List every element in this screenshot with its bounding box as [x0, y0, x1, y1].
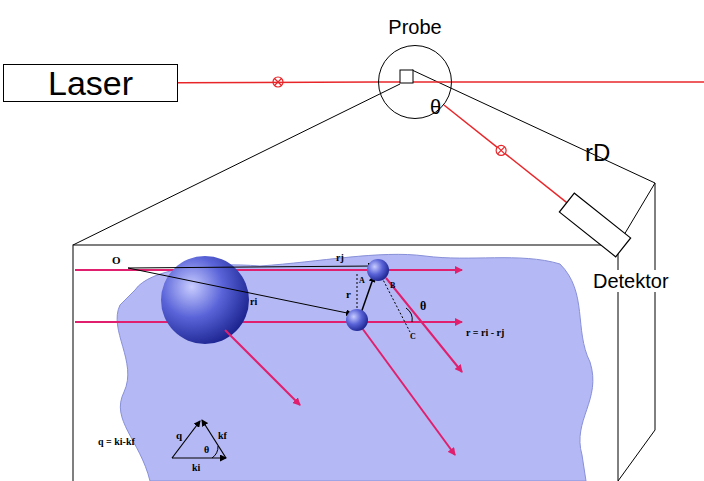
point-label: B — [390, 282, 395, 291]
vector-label: ri — [250, 296, 257, 307]
inset-side — [618, 183, 655, 481]
laser-beam — [444, 105, 567, 203]
inset-panel — [73, 245, 618, 481]
laser-beam — [178, 81, 378, 83]
sample-region — [117, 254, 593, 481]
sample-cell — [400, 70, 413, 83]
wave-vector — [172, 457, 226, 458]
large-particle — [161, 256, 249, 344]
angle-label: θ — [420, 300, 426, 313]
distance-vector — [360, 276, 374, 316]
origin-label: O — [112, 254, 121, 266]
vector-label: r — [346, 288, 351, 300]
scattered-ray — [362, 328, 455, 455]
equation-label: r = ri - rj — [466, 327, 504, 338]
laser-box: Laser — [3, 64, 178, 102]
vector-label: kf — [218, 430, 227, 441]
point-label: A — [359, 277, 365, 286]
distance-label: rD — [585, 140, 610, 166]
position-vector — [128, 266, 374, 268]
node-label: Laser — [48, 66, 133, 100]
node-label: Detektor — [593, 270, 669, 292]
polarisation-marker — [496, 145, 506, 155]
projection-line — [73, 84, 400, 245]
scattered-ray — [386, 278, 462, 372]
angle-arc — [212, 446, 218, 458]
angle-arc — [406, 308, 412, 322]
scattered-ray — [225, 330, 300, 405]
angle-label: θ — [204, 444, 209, 455]
position-vector — [128, 268, 352, 314]
equation-label: q = ki-kf — [98, 436, 135, 447]
scattering-vector — [172, 421, 200, 458]
projection-line — [412, 70, 655, 183]
point-label: C — [410, 333, 416, 342]
laser-beam — [378, 81, 704, 83]
wave-vector — [202, 420, 226, 458]
vector-label: ki — [192, 462, 200, 473]
small-particle — [346, 309, 368, 331]
vector-label: q — [176, 429, 182, 441]
vector-label: rj — [336, 252, 344, 263]
small-particle — [367, 259, 389, 281]
angle-label: θ — [430, 96, 441, 118]
detector: Detektor — [545, 170, 685, 295]
node-label: Probe — [388, 16, 441, 38]
